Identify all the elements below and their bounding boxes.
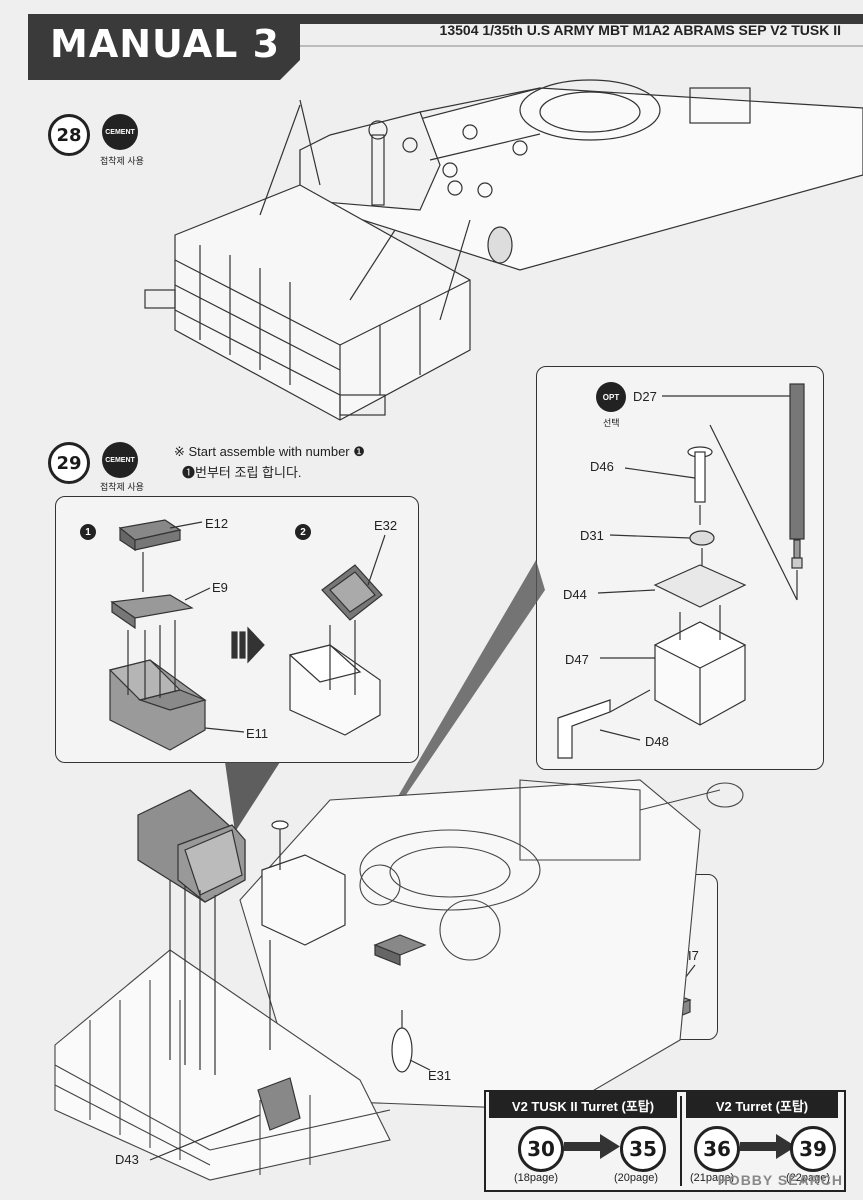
header-banner-shape	[28, 14, 863, 80]
nav-arrow-icon	[564, 1134, 620, 1159]
nav-step-35[interactable]: 35	[620, 1126, 666, 1172]
assembly-note-en: ※ Start assemble with number ❶	[174, 444, 365, 459]
optional-caption: 선택	[603, 418, 620, 428]
hobby-search-watermark: HOBBY SEARCH	[717, 1172, 843, 1188]
step-28-hull-drawing	[144, 79, 863, 421]
ammo-box-assembly-drawing	[108, 519, 386, 751]
step-29-number: 29	[48, 442, 90, 484]
nav-step-30[interactable]: 30	[518, 1126, 564, 1172]
part-label-e32: E32	[374, 518, 398, 533]
cement-icon: CEMENT	[102, 442, 138, 478]
part-label-d43: D43	[115, 1152, 139, 1167]
nav-divider	[680, 1096, 682, 1186]
next-step-navigation: V2 TUSK II Turret (포탑) V2 Turret (포탑) 30…	[484, 1090, 846, 1192]
part-label-d47: D47	[565, 652, 589, 667]
header-banner: MANUAL 3 13504 1/35th U.S ARMY MBT M1A2 …	[0, 0, 863, 80]
part-label-i7: I7	[688, 948, 699, 963]
part-label-e9: E9	[212, 580, 228, 595]
product-title: 13504 1/35th U.S ARMY MBT M1A2 ABRAMS SE…	[439, 22, 841, 38]
assembly-note-ko: ❶번부터 조립 합니다.	[182, 465, 302, 480]
cupola-assembly-drawing	[557, 383, 805, 759]
manual-title: MANUAL 3	[50, 22, 281, 66]
part-label-d48: D48	[645, 734, 669, 749]
nav-arrow-icon	[740, 1134, 796, 1159]
optional-badge: OPT	[596, 382, 626, 412]
nav-left-title: V2 TUSK II Turret (포탑)	[489, 1092, 677, 1118]
nav-page-22: (22page)	[786, 1172, 831, 1184]
part-label-d31: D31	[580, 528, 604, 543]
part-label-d27: D27	[633, 389, 657, 404]
nav-right-title: V2 Turret (포탑)	[686, 1092, 838, 1118]
nav-page-20: (20page)	[614, 1172, 659, 1184]
nav-step-39[interactable]: 39	[790, 1126, 836, 1172]
part-label-e12: E12	[205, 516, 229, 531]
substep-2-badge: 2	[295, 524, 311, 540]
step-28-number: 28	[48, 114, 90, 156]
nav-page-18: (18page)	[514, 1172, 559, 1184]
part-label-d44: D44	[563, 587, 587, 602]
nav-page-21: (21page)	[690, 1172, 735, 1184]
cement-icon: CEMENT	[102, 114, 138, 150]
cement-caption: 접착제 사용	[100, 156, 144, 166]
nav-step-36[interactable]: 36	[694, 1126, 740, 1172]
substep-1-badge: 1	[80, 524, 96, 540]
cement-caption: 접착제 사용	[100, 482, 144, 492]
part-label-e11: E11	[246, 726, 269, 741]
part-label-e31: E31	[428, 1068, 452, 1083]
part-label-d46: D46	[590, 459, 614, 474]
